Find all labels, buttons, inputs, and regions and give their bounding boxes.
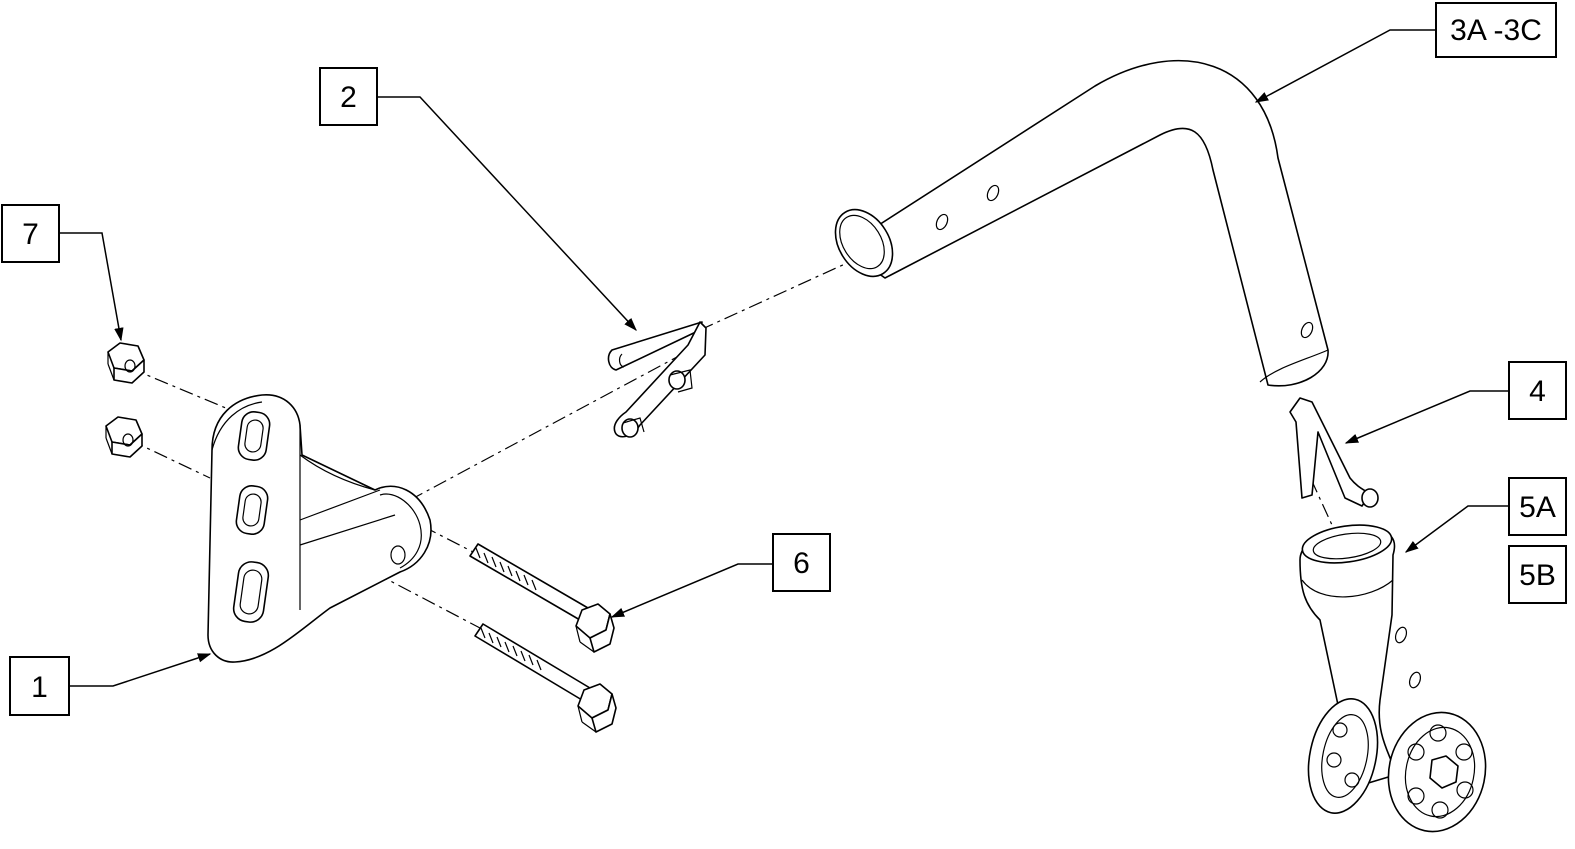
spring-clip xyxy=(607,321,707,438)
hex-nut-upper xyxy=(107,342,145,384)
caster-clip xyxy=(1289,397,1379,508)
callout-label-1: 1 xyxy=(31,671,48,704)
bolt-lower xyxy=(474,623,617,733)
callout-5b: 5B xyxy=(1508,545,1567,604)
bolt-upper xyxy=(469,543,615,653)
callout-label-7: 7 xyxy=(22,218,39,251)
callout-7: 7 xyxy=(1,204,60,263)
callout-2: 2 xyxy=(319,67,378,126)
callout-5a: 5A xyxy=(1508,477,1567,536)
callout-label-5a: 5A xyxy=(1519,491,1556,524)
callout-label-6: 6 xyxy=(793,547,810,580)
mounting-bracket xyxy=(207,394,432,663)
callout-6: 6 xyxy=(772,533,831,592)
callout-label-2: 2 xyxy=(340,81,357,114)
callout-3a-3c: 3A -3C xyxy=(1435,2,1557,58)
callout-label-3a-3c: 3A -3C xyxy=(1450,14,1542,47)
hex-nut-lower xyxy=(105,416,143,458)
leader-lines xyxy=(60,29,1509,687)
bent-tube xyxy=(834,59,1329,387)
caster-assembly xyxy=(1299,524,1487,833)
callout-1: 1 xyxy=(9,656,70,716)
callout-4: 4 xyxy=(1508,361,1567,420)
callout-label-4: 4 xyxy=(1529,375,1546,408)
callout-label-5b: 5B xyxy=(1519,559,1556,592)
